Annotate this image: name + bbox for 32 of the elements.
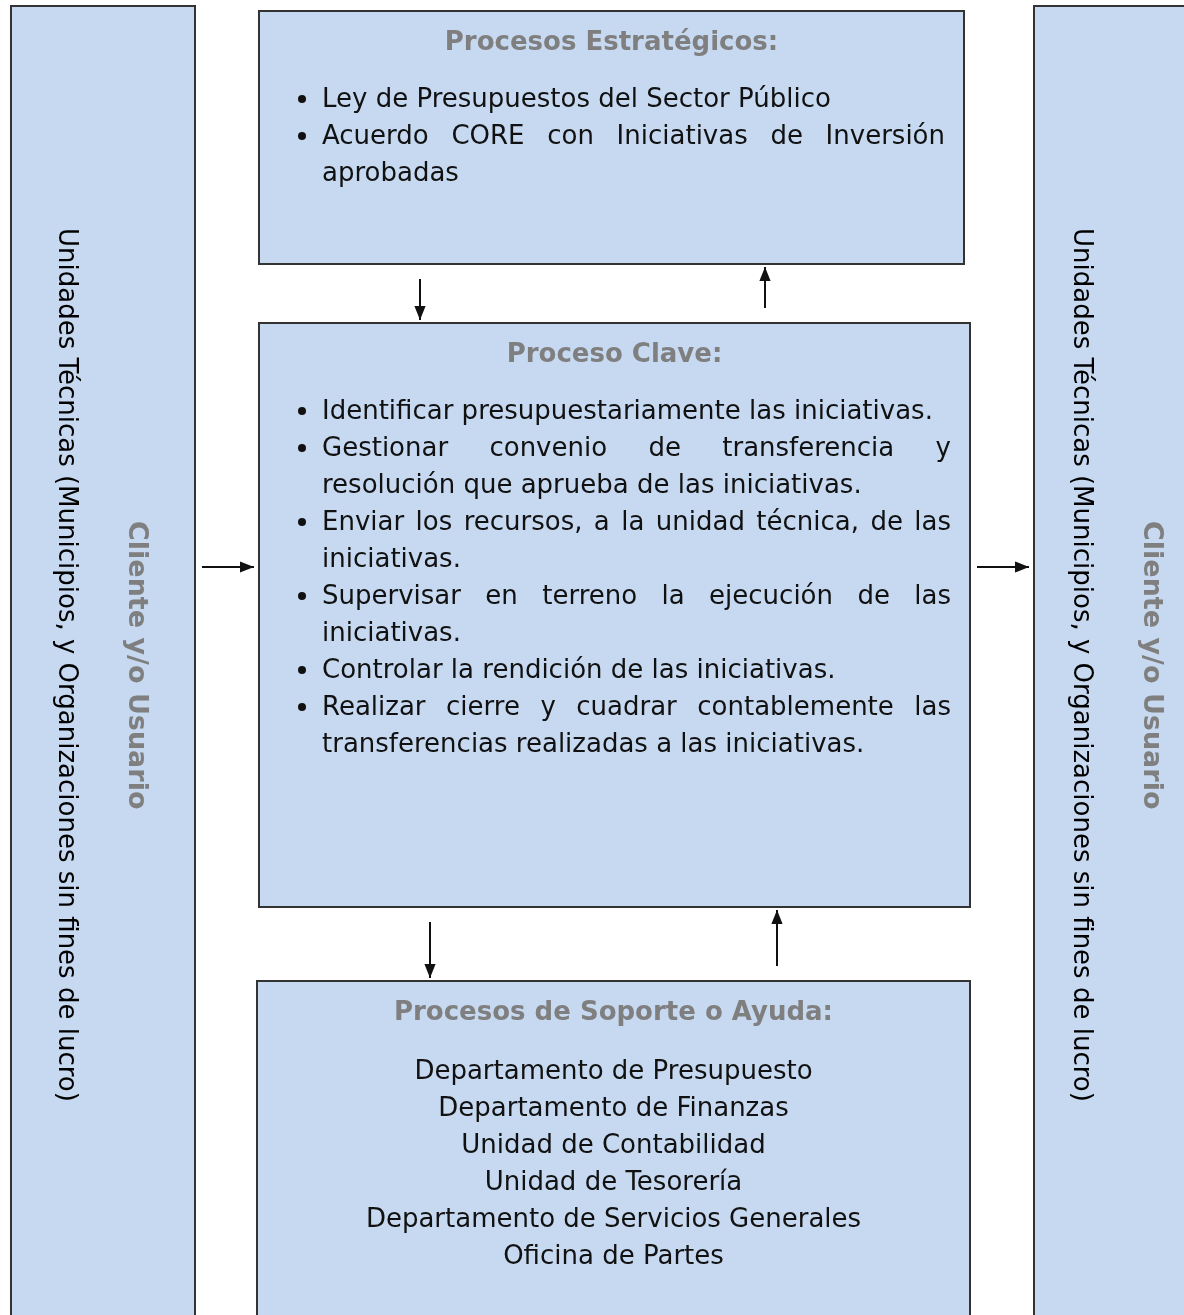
arrow xyxy=(771,909,783,967)
bullet-item: Realizar cierre y cuadrar contablemente las transferencias realizadas a las iniciativas. xyxy=(278,688,951,762)
panel-text: Unidades Técnicas (Municipios, y Organizaciones sin fines de lucro) xyxy=(1067,228,1098,1102)
unit-name: Unidad de Tesorería xyxy=(483,1165,744,1198)
bullet-item: Gestionar convenio de transferencia y resolución que aprueba de las iniciativas. xyxy=(278,429,951,503)
arrow xyxy=(414,278,426,321)
panel-text: Unidades Técnicas (Municipios, y Organizaciones sin fines de lucro) xyxy=(52,228,83,1102)
unit-name: Departamento de Finanzas xyxy=(437,1091,790,1124)
unit-name: Unidad de Contabilidad xyxy=(460,1128,767,1161)
arrow xyxy=(976,561,1030,573)
unit-name: Departamento de Presupuesto xyxy=(413,1054,814,1087)
bullet-item: Identificar presupuestariamente las iniciativas. xyxy=(278,392,951,429)
panel-heading: Cliente y/o Usuario xyxy=(122,520,154,810)
bullet-item: Enviar los recursos, a la unidad técnica, de las iniciativas. xyxy=(278,503,951,577)
box-heading: Proceso Clave: xyxy=(505,338,724,368)
process-box xyxy=(258,322,971,908)
box-heading: Procesos Estratégicos: xyxy=(443,26,780,56)
client-panel xyxy=(10,5,196,1315)
arrow xyxy=(424,921,436,979)
box-heading: Procesos de Soporte o Ayuda: xyxy=(392,996,835,1026)
bullet-item: Controlar la rendición de las iniciativas. xyxy=(278,651,951,688)
bullet-item: Ley de Presupuestos del Sector Público xyxy=(278,80,945,117)
bullet-item: Supervisar en terreno la ejecución de las iniciativas. xyxy=(278,577,951,651)
panel-heading: Cliente y/o Usuario xyxy=(1137,520,1169,810)
unit-name: Departamento de Servicios Generales xyxy=(364,1202,863,1235)
arrow xyxy=(201,561,255,573)
client-panel xyxy=(1033,5,1184,1315)
bullet-item: Acuerdo CORE con Iniciativas de Inversión aprobadas xyxy=(278,117,945,191)
unit-name: Oficina de Partes xyxy=(502,1239,725,1272)
arrow xyxy=(759,266,771,309)
process-box xyxy=(256,980,971,1315)
process-box xyxy=(258,10,965,265)
